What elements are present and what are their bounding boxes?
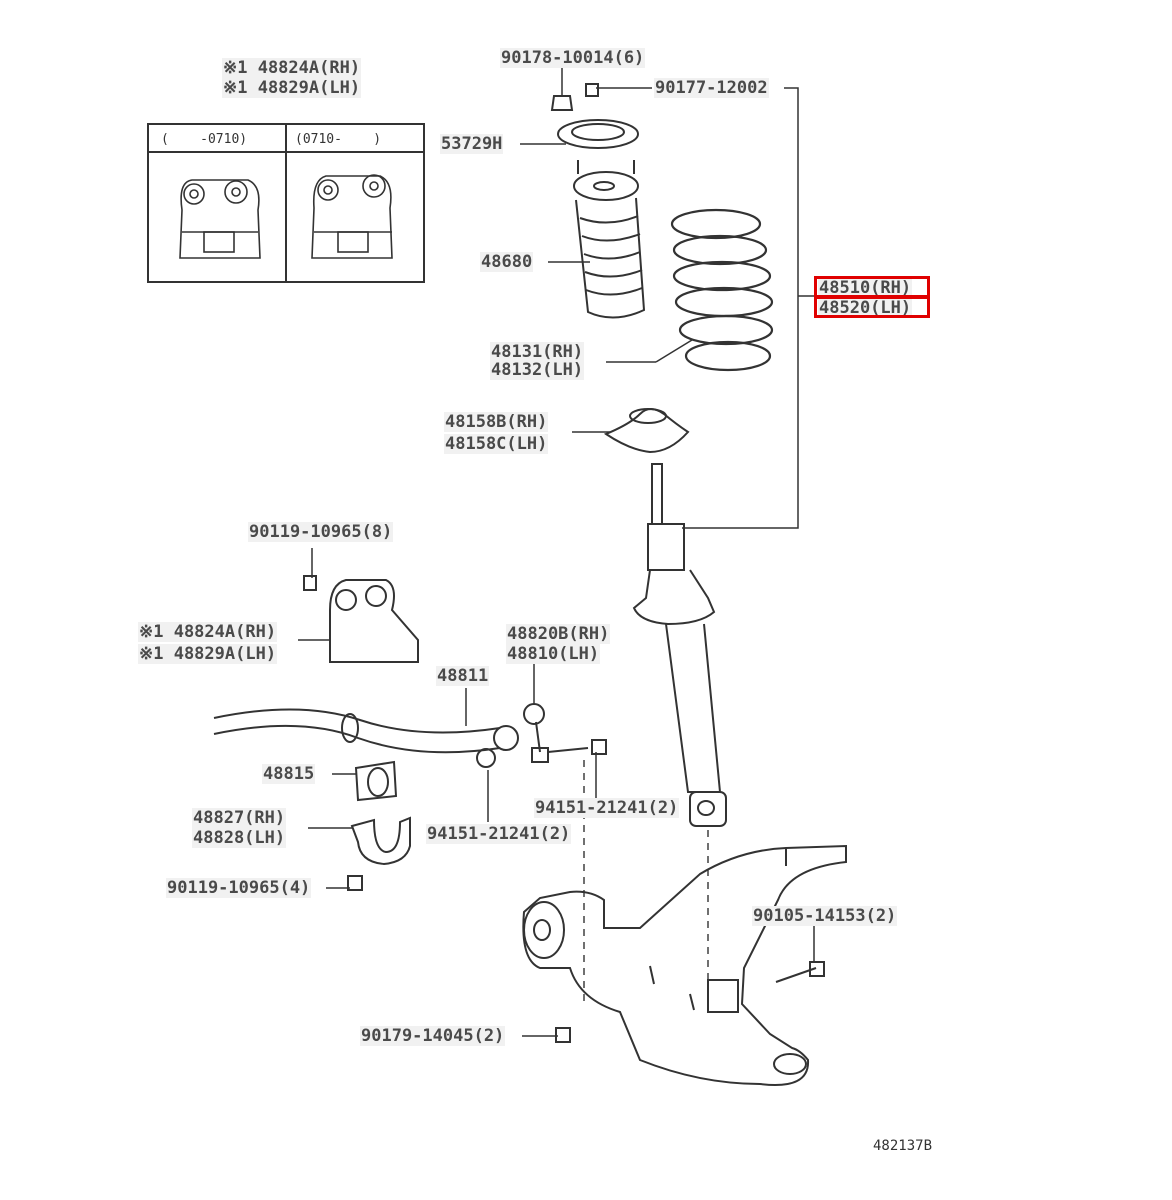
shock-absorber: [632, 463, 727, 827]
label-48828-lh: 48828(LH): [192, 828, 287, 848]
washer-53729h: [557, 119, 639, 149]
label-48510-rh: 48510(RH): [818, 278, 913, 298]
label-48158b-rh: 48158B(RH): [444, 412, 549, 432]
label-48815: 48815: [262, 764, 316, 784]
boot-48680: [573, 160, 646, 319]
lower-control-arm: [522, 844, 847, 1086]
label-90119-10965-4: 90119-10965(4): [166, 878, 312, 898]
label-48131-rh: 48131(RH): [490, 342, 585, 362]
label-90105-14153: 90105-14153(2): [752, 906, 898, 926]
label-90178-10014: 90178-10014(6): [500, 48, 646, 68]
label-90177-12002: 90177-12002: [654, 78, 769, 98]
label-48810-lh: 48810(LH): [506, 644, 601, 664]
label-48520-lh: 48520(LH): [818, 298, 913, 318]
leader-lines: [298, 68, 816, 1037]
label-48158c-lh: 48158C(LH): [444, 434, 549, 454]
inset-box: [147, 123, 425, 283]
label-94151-21241-lower: 94151-21241(2): [426, 824, 572, 844]
stabilizer-bracket: [303, 575, 419, 663]
inset-column-left: ( -0710): [161, 132, 248, 147]
bushing-48815: [354, 760, 398, 802]
spring-seat: [603, 408, 690, 454]
label-48829a-lh: ※1 48829A(LH): [138, 644, 278, 664]
highlight-48520: [814, 296, 930, 318]
coil-spring: [670, 208, 774, 372]
clamp-48827: [347, 816, 411, 891]
top-nut: [550, 83, 599, 111]
label-53729h: 53729H: [440, 134, 504, 154]
highlight-48510: [814, 276, 930, 298]
label-90119-10965-8: 90119-10965(8): [248, 522, 394, 542]
label-94151-21241-upper: 94151-21241(2): [534, 798, 680, 818]
label-48827-rh: 48827(RH): [192, 808, 287, 828]
figure-id: 482137B: [873, 1138, 933, 1154]
label-48132-lh: 48132(LH): [490, 360, 585, 380]
label-48820b-rh: 48820B(RH): [506, 624, 611, 644]
label-48811: 48811: [436, 666, 490, 686]
inset-column-right: (0710- ): [295, 132, 382, 147]
label-90179-14045: 90179-14045(2): [360, 1026, 506, 1046]
inset-label-lh: ※1 48829A(LH): [222, 78, 362, 98]
inset-label-rh: ※1 48824A(RH): [222, 58, 362, 78]
label-48680: 48680: [480, 252, 534, 272]
label-48824a-rh: ※1 48824A(RH): [138, 622, 278, 642]
stabilizer-bar: [213, 708, 519, 754]
stabilizer-link: [476, 703, 607, 768]
